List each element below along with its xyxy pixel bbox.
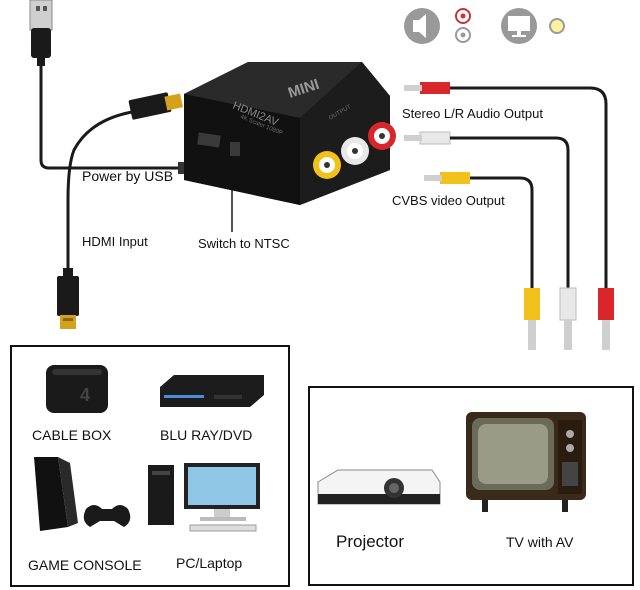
displays-panel: Projector TV with AV <box>308 386 634 586</box>
game-console-label: GAME CONSOLE <box>28 557 142 573</box>
switch-label: Switch to NTSC <box>198 236 290 251</box>
hdmi-plug-top-icon <box>128 92 183 120</box>
bluray-label: BLU RAY/DVD <box>160 427 253 443</box>
rca-cable-red <box>450 86 608 288</box>
sources-panel: 4 CABLE BOX BLU RAY/DVD GAME CONSOLE PC/… <box>10 345 290 587</box>
rca-plug-red-bottom <box>598 288 614 350</box>
video-jack-icon <box>549 18 565 34</box>
projector-label: Projector <box>336 532 405 551</box>
speaker-icon <box>404 8 440 44</box>
tv-icon <box>466 412 586 512</box>
audio-output-label: Stereo L/R Audio Output <box>402 106 543 121</box>
converter-device <box>184 62 396 205</box>
rca-plug-white-top <box>404 131 451 145</box>
audio-jacks-icon <box>455 8 471 43</box>
rca-cable-white <box>450 136 570 288</box>
usb-cable <box>39 66 180 170</box>
hdmi-plug-bottom-icon <box>57 268 79 329</box>
power-label: Power by USB <box>82 168 174 184</box>
rca-cable-yellow <box>470 176 534 288</box>
hdmi-cable <box>66 110 133 270</box>
rca-plug-white-bottom <box>559 287 577 350</box>
rca-plug-yellow-bottom <box>524 288 540 350</box>
rca-plug-red-top <box>404 82 450 94</box>
pc-laptop-icon <box>148 463 260 532</box>
pc-label: PC/Laptop <box>176 555 243 571</box>
video-output-label: CVBS video Output <box>392 193 505 208</box>
cable-box-label: CABLE BOX <box>32 427 112 443</box>
projector-icon <box>317 469 441 505</box>
tv-label: TV with AV <box>506 534 574 550</box>
cable-box-icon: 4 <box>46 365 108 413</box>
monitor-icon <box>501 8 537 44</box>
svg-text:4: 4 <box>80 385 90 405</box>
rca-plug-yellow-top <box>424 172 470 184</box>
hdmi-input-label: HDMI Input <box>82 234 148 249</box>
bluray-player-icon <box>160 375 264 407</box>
game-console-icon <box>34 457 131 531</box>
usb-plug-icon <box>29 0 53 66</box>
